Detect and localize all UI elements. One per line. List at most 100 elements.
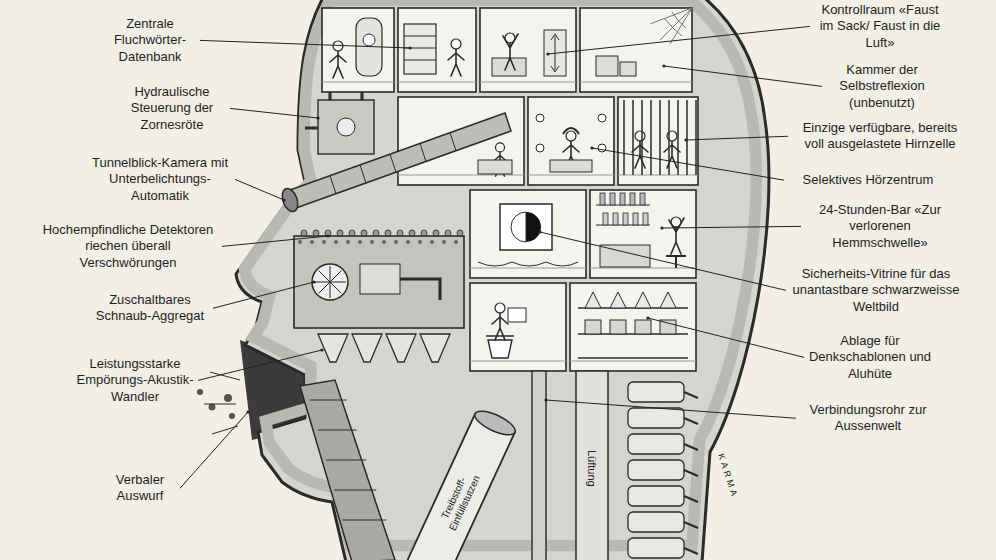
person-figure — [669, 217, 684, 254]
hydraulic-valve — [337, 118, 355, 136]
callout-label: Zuschaltbares Schnaub-Aggregat — [91, 292, 209, 325]
room-floor — [322, 82, 394, 83]
bottle — [613, 213, 618, 225]
leader-line — [222, 236, 328, 246]
tube-ring — [450, 133, 456, 151]
toilet — [486, 336, 514, 358]
person-figure — [632, 131, 648, 168]
speaker-horn — [420, 334, 450, 362]
room-floor — [570, 361, 696, 362]
leader-end — [312, 280, 315, 283]
rope-barrier — [478, 262, 578, 266]
room — [580, 8, 692, 92]
detector — [397, 230, 403, 236]
template-shelf — [578, 292, 688, 358]
worldview-black — [526, 212, 541, 242]
detector — [385, 230, 391, 236]
tube-ring — [390, 154, 396, 172]
conveyor-slat — [334, 490, 376, 491]
spit-drop — [224, 394, 232, 402]
detector — [433, 230, 439, 236]
detector — [361, 230, 367, 236]
leader-end — [320, 348, 323, 351]
person-figure — [330, 41, 346, 78]
leader-end — [316, 116, 319, 119]
cell-bar — [641, 100, 643, 175]
leader-end — [326, 234, 329, 237]
drain-pipe — [532, 371, 546, 560]
headphones — [563, 128, 579, 134]
leader-end — [660, 226, 663, 229]
hydraulic-unit — [305, 92, 374, 154]
callout-label: 24-Stunden-Bar «Zur verlorenen Hemmschwe… — [805, 202, 955, 251]
blower-pipe — [400, 279, 440, 300]
rivet — [322, 240, 326, 244]
room — [470, 190, 586, 278]
tinfoil-hat — [610, 292, 626, 308]
rivet — [346, 240, 350, 244]
blower-box — [360, 264, 400, 294]
artist-signature: KARMA — [714, 446, 742, 506]
person-body — [448, 49, 464, 76]
fan-blade — [319, 282, 330, 293]
leader-line — [230, 108, 318, 118]
leader-end — [408, 46, 411, 49]
leader-line — [540, 232, 786, 290]
drawer — [404, 36, 436, 37]
duct-inscription: Lüftung — [586, 438, 599, 498]
leader-line — [213, 282, 314, 308]
bottle — [610, 193, 615, 205]
cabinet — [404, 24, 436, 74]
tinfoil-hat — [585, 292, 601, 308]
callout-label: Ablage für Denkschablonen und Aluhüte — [808, 333, 932, 382]
rivet — [454, 240, 458, 244]
room — [480, 8, 576, 92]
speaker-horn — [318, 334, 348, 362]
worldview-white — [511, 212, 526, 242]
room — [570, 283, 696, 371]
vertebra-spur — [684, 548, 698, 554]
vertebra-spur — [684, 444, 698, 450]
tube-ring — [360, 165, 366, 183]
bottle — [640, 193, 645, 205]
cell-bar — [677, 100, 679, 175]
camera-lens — [279, 186, 300, 213]
tube-ring — [330, 176, 336, 194]
display-case — [478, 204, 578, 266]
room — [398, 8, 476, 92]
reflection-chamber — [596, 8, 692, 76]
camera-tube — [290, 113, 511, 208]
callout-label: Tunnelblick-Kamera mit Unterbelichtungs-… — [89, 155, 231, 204]
bottle — [600, 193, 605, 205]
room — [322, 8, 394, 92]
person-head — [495, 303, 505, 313]
bottle — [633, 213, 638, 225]
tinfoil-hat — [660, 292, 676, 308]
room-floor — [470, 361, 566, 362]
fuel-pipe-mouth — [472, 406, 519, 439]
rivet — [442, 240, 446, 244]
fan — [312, 264, 348, 300]
rivet — [382, 240, 386, 244]
leader-end — [538, 230, 541, 233]
vertebra — [628, 538, 684, 558]
hydraulic-tank — [318, 100, 374, 154]
listening-desk — [550, 160, 592, 172]
conveyor-slat — [310, 400, 347, 401]
conveyor-slat — [342, 520, 386, 521]
rivet — [334, 240, 338, 244]
leader-line — [592, 148, 784, 180]
tunnel-camera — [279, 113, 512, 214]
outrage-speakers — [318, 334, 450, 362]
room — [470, 283, 566, 371]
leader-line — [235, 179, 284, 200]
detector — [313, 230, 319, 236]
conveyor-slat — [318, 430, 357, 431]
room-floor — [480, 82, 576, 83]
rivet — [394, 240, 398, 244]
room — [528, 97, 614, 185]
speaker-horn — [386, 334, 416, 362]
fan-blade — [314, 282, 330, 283]
speaker — [598, 114, 606, 122]
